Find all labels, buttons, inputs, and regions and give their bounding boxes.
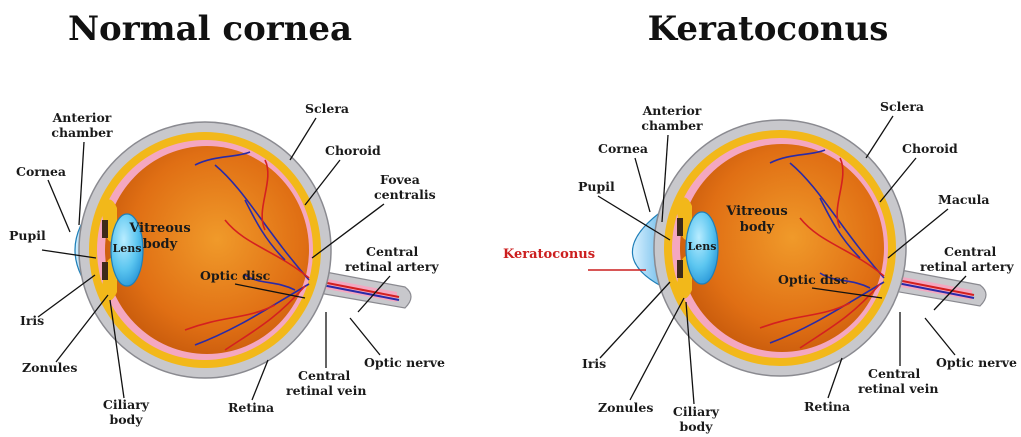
label-cornea: Cornea (16, 164, 66, 179)
label-keratoconus: Keratoconus (503, 247, 595, 262)
svg-text:Vitreous: Vitreous (128, 221, 190, 236)
label-optic-nerve: Optic nerve (364, 355, 445, 370)
label-sclera: Sclera (305, 101, 349, 116)
label-retina: Retina (228, 400, 274, 415)
label-r-optic-disc: Optic disc (778, 272, 849, 287)
label-central-retinal-vein-1: Central (298, 368, 350, 383)
label-fovea-centralis-1: Fovea (380, 172, 420, 187)
label-r-cornea: Cornea (598, 141, 648, 156)
label-choroid: Choroid (325, 143, 381, 158)
label-central-retinal-vein-2: retinal vein (286, 383, 366, 398)
label-r-central-retinal-artery-1: Central (944, 244, 996, 259)
label-r-anterior-chamber-2: chamber (641, 118, 703, 133)
label-r-ciliary-body-2: body (679, 419, 713, 434)
label-r-optic-nerve: Optic nerve (936, 355, 1017, 370)
label-central-retinal-artery-1: Central (366, 244, 418, 259)
label-r-retina: Retina (804, 399, 850, 414)
label-anterior-chamber-1: Anterior (52, 110, 112, 125)
label-optic-disc: Optic disc (200, 268, 271, 283)
label-r-macula: Macula (938, 192, 989, 207)
label-r-lens: Lens (688, 240, 717, 253)
label-r-zonules: Zonules (598, 400, 653, 415)
label-vitreous-body-2: body (143, 237, 178, 252)
label-pupil: Pupil (9, 228, 46, 243)
label-r-ciliary-body-1: Ciliary (673, 404, 720, 419)
label-r-choroid: Choroid (902, 141, 958, 156)
label-vitreous-body-1: Vitreous (128, 221, 190, 236)
svg-text:body: body (143, 237, 178, 252)
label-r-pupil: Pupil (578, 179, 615, 194)
svg-text:body: body (740, 220, 775, 235)
label-ciliary-body-2: body (109, 412, 143, 427)
label-anterior-chamber-2: chamber (51, 125, 113, 140)
label-r-central-retinal-vein-2: retinal vein (858, 381, 938, 396)
label-r-sclera: Sclera (880, 99, 924, 114)
label-r-anterior-chamber-1: Anterior (642, 103, 702, 118)
svg-text:Vitreous: Vitreous (725, 204, 787, 219)
title-keratoconus: Keratoconus (648, 9, 889, 49)
label-lens: Lens (113, 242, 142, 255)
label-ciliary-body-1: Ciliary (103, 397, 150, 412)
label-r-vitreous-body-2: body (740, 220, 775, 235)
label-r-vitreous-body-1: Vitreous (725, 204, 787, 219)
label-r-iris: Iris (582, 356, 606, 371)
label-central-retinal-artery-2: retinal artery (345, 259, 439, 274)
title-normal-cornea: Normal cornea (68, 9, 352, 49)
label-r-central-retinal-vein-1: Central (868, 366, 920, 381)
label-fovea-centralis-2: centralis (374, 187, 436, 202)
keratoconus-eye-illustration (632, 120, 986, 376)
label-r-central-retinal-artery-2: retinal artery (920, 259, 1014, 274)
label-zonules: Zonules (22, 360, 77, 375)
